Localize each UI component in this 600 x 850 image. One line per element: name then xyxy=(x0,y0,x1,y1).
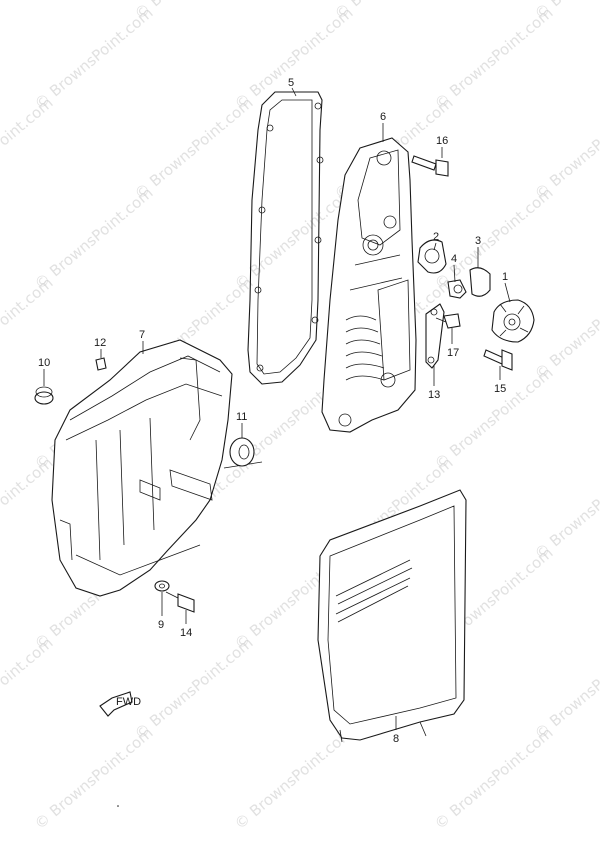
part-9-washer xyxy=(154,580,170,592)
part-8-box-cover xyxy=(317,489,467,743)
callout-5: 5 xyxy=(288,77,294,89)
part-10-grommet xyxy=(34,386,54,405)
part-1-holder xyxy=(491,299,535,343)
callout-15: 15 xyxy=(494,383,506,395)
part-17-bolt xyxy=(435,313,461,329)
watermark-text: © BrownsPoint.com xyxy=(31,4,156,113)
part-11-grommet xyxy=(229,437,255,467)
callout-4: 4 xyxy=(451,253,457,265)
callout-layer: 5 6 16 2 4 3 1 17 15 13 7 12 10 xyxy=(38,77,511,745)
watermark-text: © BrownsPoint.com xyxy=(431,184,556,293)
watermark-text: © BrownsPoint.com xyxy=(431,724,556,833)
callout-2: 2 xyxy=(433,231,439,243)
part-13-bracket xyxy=(425,303,445,369)
part-12-clip xyxy=(95,357,107,371)
callout-10: 10 xyxy=(38,357,50,369)
part-6-cover xyxy=(321,137,417,433)
callout-8: 8 xyxy=(393,733,399,745)
watermark-text: © BrownsPoint.com xyxy=(0,0,56,23)
part-14-bolt xyxy=(165,591,195,613)
part-2-gasket xyxy=(417,239,447,274)
callout-12: 12 xyxy=(94,337,106,349)
part-5-gasket xyxy=(247,91,324,385)
callout-6: 6 xyxy=(380,111,386,123)
watermark-text: © BrownsPoint.com xyxy=(131,94,256,203)
callout-16: 16 xyxy=(436,135,448,147)
callout-1: 1 xyxy=(502,271,508,283)
watermark-text: © BrownsPoint.com xyxy=(31,724,156,833)
callout-3: 3 xyxy=(475,235,481,247)
callout-17: 17 xyxy=(447,347,459,359)
watermark-text: © BrownsPoint.com xyxy=(231,4,356,113)
watermark-text: © BrownsPoint.com xyxy=(431,364,556,473)
watermark-text: © BrownsPoint.com xyxy=(431,4,556,113)
watermark-text: © BrownsPoint.com xyxy=(31,184,156,293)
part-7-bracket xyxy=(51,339,263,597)
watermark-text: © BrownsPoint.com xyxy=(0,94,56,203)
callout-11: 11 xyxy=(236,411,247,423)
callout-13: 13 xyxy=(428,389,440,401)
part-3-damper xyxy=(469,267,491,297)
fwd-label: FWD xyxy=(116,696,141,708)
callout-14: 14 xyxy=(180,627,192,639)
watermark-text: © BrownsPoint.com xyxy=(0,454,56,563)
watermark-text: © BrownsPoint.com xyxy=(131,634,256,743)
callout-7: 7 xyxy=(139,329,145,341)
part-4-plug xyxy=(447,279,467,299)
callout-9: 9 xyxy=(158,619,164,631)
fwd-direction-marker: FWD xyxy=(99,691,141,717)
part-15-bolt xyxy=(483,349,513,371)
part-16-bolt xyxy=(411,155,449,177)
watermark-text: © BrownsPoint.com xyxy=(231,724,356,833)
watermark-text: © BrownsPoint.com xyxy=(0,634,56,743)
